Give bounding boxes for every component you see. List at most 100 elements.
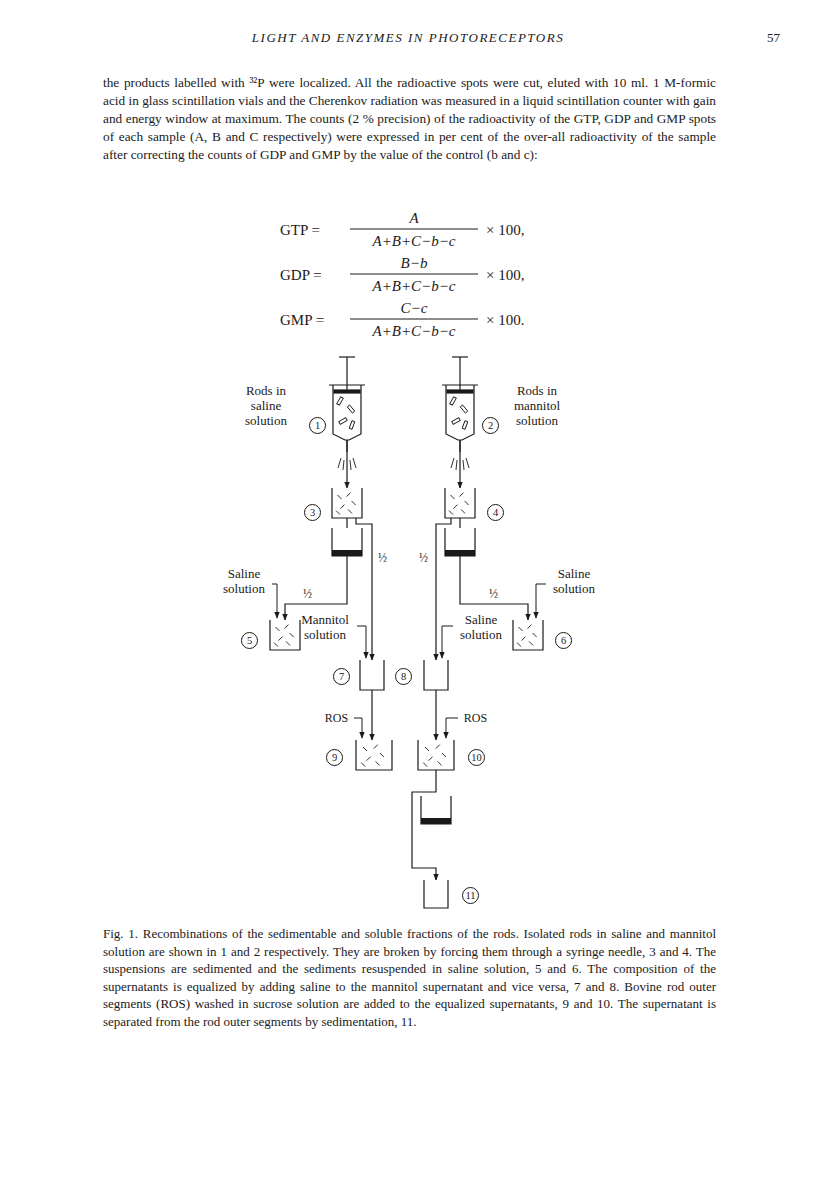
callout-number: 5 xyxy=(241,632,258,649)
leader-arrow xyxy=(272,584,277,618)
fraction-label: ½ xyxy=(302,588,313,601)
tube-vessel: 7 xyxy=(360,660,384,690)
beaker-vessel: 5 xyxy=(270,620,300,650)
sediment-pellet xyxy=(332,550,362,556)
fragment-mark xyxy=(279,637,283,641)
fragment-mark xyxy=(529,641,533,645)
beaker-vessel: 3 xyxy=(332,488,362,518)
spray-mark xyxy=(451,458,454,468)
formula-factor: × 100, xyxy=(486,221,546,239)
spray-mark xyxy=(466,458,469,468)
vessel-outline xyxy=(446,385,474,440)
beaker-wall xyxy=(445,488,475,518)
formula-factor: × 100, xyxy=(486,266,546,284)
fragment-mark xyxy=(461,509,465,513)
syringe-needle xyxy=(346,440,347,452)
formula-term: GTP = xyxy=(280,221,342,239)
rod-cell xyxy=(452,418,460,425)
beaker-wall xyxy=(270,620,300,650)
fraction-bar xyxy=(350,274,478,275)
fraction-label: ½ xyxy=(377,552,388,565)
fragment-mark xyxy=(438,761,442,765)
reagent-label: Saline solution xyxy=(455,612,507,642)
formula-factor: × 100. xyxy=(486,311,546,329)
fragment-mark xyxy=(465,501,469,505)
fragment-mark xyxy=(454,505,458,509)
plunger-handle xyxy=(339,356,355,357)
fraction-bar xyxy=(350,319,478,320)
callout-number: 1 xyxy=(309,417,326,434)
callout-number: 3 xyxy=(304,504,321,521)
vessel-outline xyxy=(445,488,475,518)
spray-mark xyxy=(463,460,464,470)
plunger-piston xyxy=(334,390,360,393)
beaker-vessel: 9 xyxy=(356,740,392,770)
fragment-mark xyxy=(336,511,340,515)
rod-cell xyxy=(349,421,355,430)
callout-number: 11 xyxy=(462,887,479,904)
beaker-wall xyxy=(418,740,454,770)
callout-number: 2 xyxy=(482,417,499,434)
plunger-piston xyxy=(447,390,473,393)
fragment-mark xyxy=(361,763,365,767)
fragment-mark xyxy=(451,495,455,499)
vessel-outline xyxy=(513,620,543,650)
flow-connector xyxy=(346,440,347,488)
beaker-vessel: 6 xyxy=(513,620,543,650)
beaker-wall xyxy=(332,488,362,518)
fragment-mark xyxy=(380,753,384,757)
fragment-mark xyxy=(425,747,429,751)
beaker-vessel: 4 xyxy=(445,488,475,518)
reagent-label: Saline solution xyxy=(218,566,270,596)
fragment-mark xyxy=(286,641,290,645)
vessel-outline xyxy=(333,385,361,440)
fragment-mark xyxy=(519,627,523,631)
fragment-mark xyxy=(363,747,367,751)
fragment-mark xyxy=(347,493,351,497)
spray-mark xyxy=(456,460,457,470)
vessel-outline xyxy=(356,740,392,770)
plunger-rod xyxy=(346,357,347,390)
tube-wall xyxy=(424,880,448,908)
callout-number: 4 xyxy=(487,504,504,521)
plunger-rod xyxy=(459,357,460,390)
syringe-barrel xyxy=(333,385,361,440)
flow-connector xyxy=(371,690,372,740)
formula-numerator: B−b xyxy=(348,254,480,272)
tube-wall xyxy=(360,660,384,690)
centrifuge-tube xyxy=(445,528,475,556)
vessel-outline xyxy=(360,660,384,690)
vessel-outline xyxy=(270,620,300,650)
fragment-mark xyxy=(533,633,537,637)
fragment-mark xyxy=(528,625,532,629)
rod-cell xyxy=(450,397,457,405)
vessel-outline xyxy=(424,880,448,908)
rod-cell xyxy=(460,405,467,413)
callout-number: 8 xyxy=(395,668,412,685)
fragment-mark xyxy=(522,637,526,641)
fragment-mark xyxy=(517,643,521,647)
fragment-mark xyxy=(442,753,446,757)
fragment-mark xyxy=(352,501,356,505)
fraction-bar xyxy=(350,229,478,230)
centrifuge-tube xyxy=(332,528,362,556)
beaker-wall xyxy=(356,740,392,770)
sediment-pellet xyxy=(421,818,451,824)
syringe-vessel: Rods in saline solution1 xyxy=(333,385,361,440)
beaker-vessel: 10 xyxy=(418,740,454,770)
formula-term: GMP = xyxy=(280,311,342,329)
plunger-handle xyxy=(452,356,468,357)
fragment-mark xyxy=(423,763,427,767)
fragment-mark xyxy=(436,745,440,749)
fraction-label: ½ xyxy=(418,552,429,565)
vessel-outline xyxy=(332,488,362,518)
fragment-mark xyxy=(285,625,289,629)
ros-label: ROS xyxy=(321,711,352,725)
rod-cell xyxy=(339,418,347,425)
ros-label: ROS xyxy=(460,711,491,725)
flow-connector xyxy=(459,440,460,488)
vessel-outline xyxy=(418,740,454,770)
sediment-pellet xyxy=(445,550,475,556)
spray-mark xyxy=(343,460,344,470)
flow-connector xyxy=(412,770,436,880)
